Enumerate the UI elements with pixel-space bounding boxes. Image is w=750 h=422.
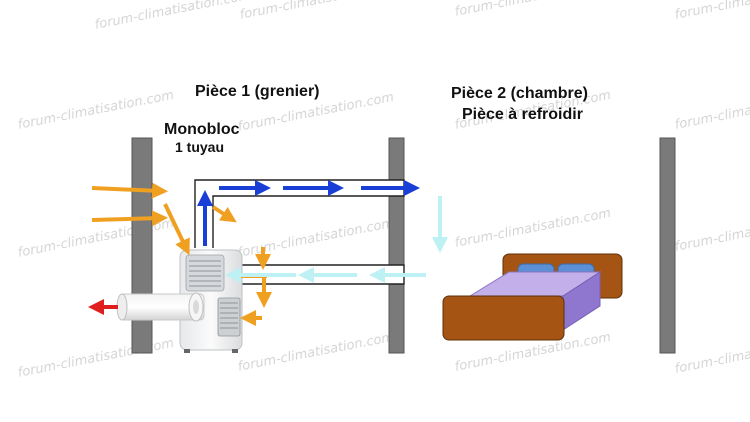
room2-label: Pièce 2 (chambre)	[451, 85, 588, 102]
bed-icon	[442, 253, 623, 341]
wall-right	[659, 137, 676, 354]
unit-sublabel: 1 tuyau	[175, 139, 225, 155]
wall-left	[131, 137, 153, 354]
unit-label: Monobloc	[164, 121, 240, 138]
room1-label: Pièce 1 (grenier)	[195, 83, 320, 100]
room2-sublabel: Pièce à refroidir	[462, 106, 583, 123]
return-air-flow	[225, 196, 448, 283]
wall-middle	[388, 137, 405, 354]
exhaust-hose	[116, 292, 205, 322]
cold-air-flow	[197, 180, 420, 246]
